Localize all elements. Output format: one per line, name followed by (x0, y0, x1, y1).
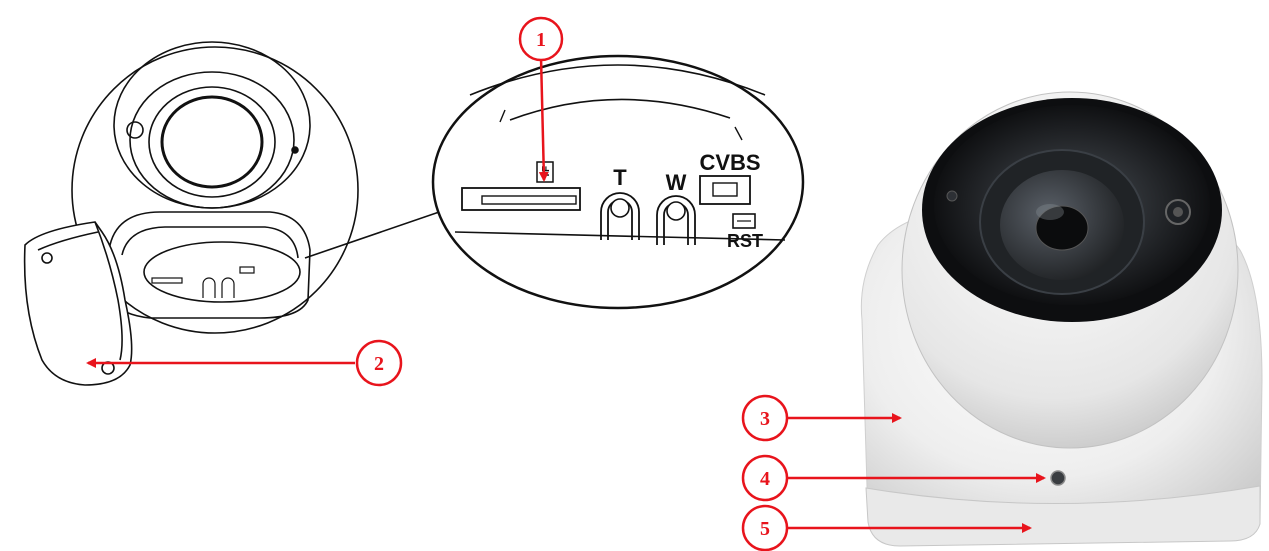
w-label: W (666, 170, 687, 195)
callout-1-number: 1 (536, 29, 546, 51)
callout-4-number: 4 (760, 468, 770, 490)
callout-2: 2 (357, 341, 401, 385)
t-label: T (613, 165, 627, 190)
rst-label: RST (727, 231, 763, 251)
cvbs-label: CVBS (699, 150, 760, 175)
light-sensor (1051, 471, 1065, 485)
callout-1: 1 (520, 18, 562, 60)
callout-5: 5 (743, 506, 787, 550)
open-camera-drawing (25, 42, 445, 385)
callout-4: 4 (743, 456, 787, 500)
callout-5-number: 5 (760, 518, 770, 540)
callout-2-number: 2 (374, 353, 384, 375)
callout-3: 3 (743, 396, 787, 440)
callout-3-number: 3 (760, 408, 770, 430)
zoom-detail: TF T W CVBS RST (433, 56, 803, 308)
